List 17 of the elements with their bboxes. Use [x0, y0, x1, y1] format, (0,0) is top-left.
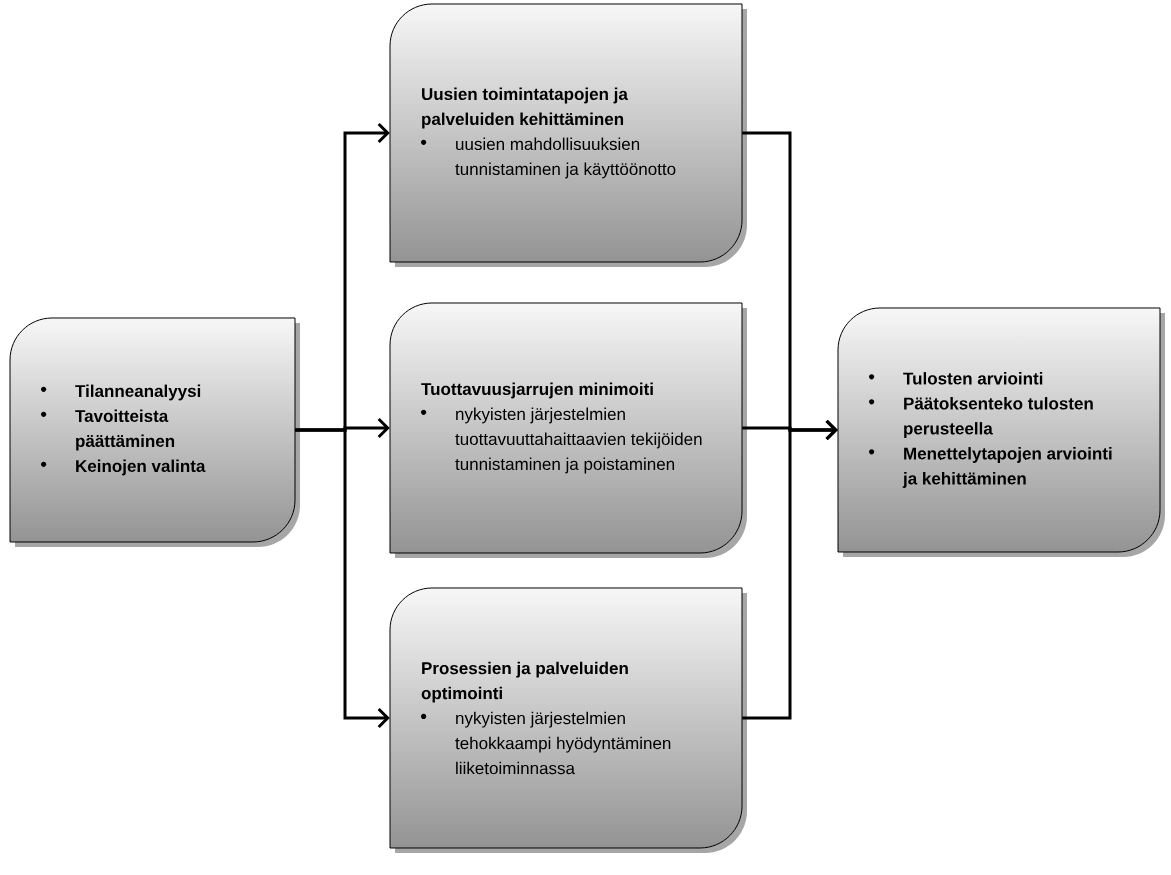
bullet-item: Menettelytapojen arviointi ja kehittäminen	[869, 447, 1112, 488]
bullet-item: nykyisten järjestelmien tehokkaampi hyödyntäminen liiketoiminnassa	[421, 711, 671, 775]
bullet-item: Tavoitteista päättäminen	[41, 409, 175, 451]
process-box	[9, 317, 300, 547]
bullet-item: nykyisten järjestelmien tuottavuuttahaittaavien tekijöiden tunnistaminen ja poistaminen	[421, 407, 702, 474]
process-box	[389, 302, 747, 558]
process-box	[837, 307, 1165, 557]
bullet-item: uusien mahdollisuuksien tunnistaminen ja käyttöönotto	[421, 137, 676, 179]
arrow	[742, 419, 838, 720]
bullet-item: Keinojen valinta	[41, 459, 206, 476]
bullet-item: Päätoksenteko tulosten perusteella	[869, 397, 1093, 438]
bullet-item: Tilanneanalyysi	[41, 384, 201, 401]
heading-text: Tuottavuusjarrujen minimoiti	[421, 382, 653, 399]
bullet-item: Tulosten arviointi	[869, 372, 1043, 385]
arrow	[295, 428, 390, 729]
process-box	[389, 587, 747, 853]
process-box	[389, 3, 747, 267]
